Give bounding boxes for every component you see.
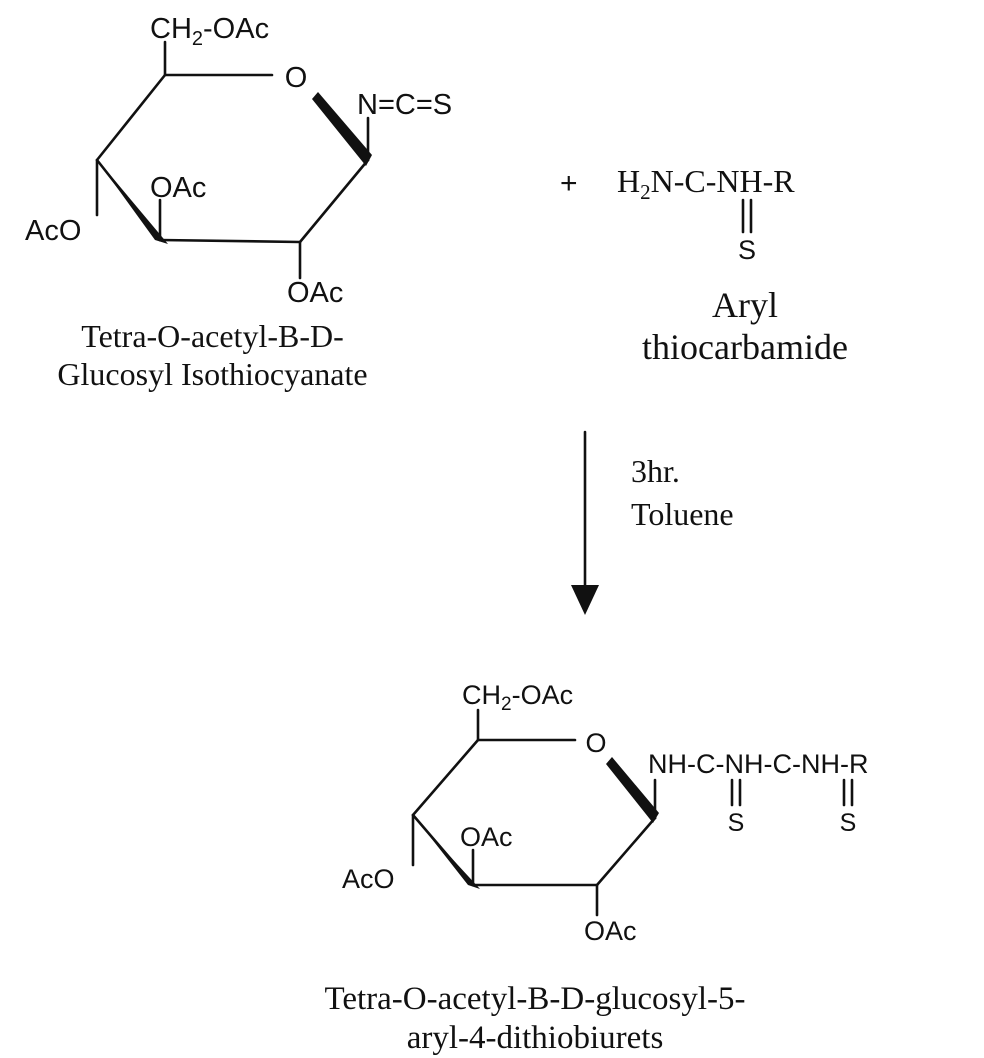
reaction-arrow	[571, 430, 599, 615]
reactant1-isothiocyanate-label: N=C=S	[357, 89, 452, 121]
product-ch2-oac-label: CH2-OAc	[462, 680, 573, 715]
product-name-line2: aryl-4-dithiobiurets	[406, 1019, 664, 1056]
ring-bond-c2-c3	[158, 238, 302, 244]
product-name: Tetra-O-acetyl-B-D-glucosyl-5- aryl-4-di…	[200, 980, 870, 1058]
product-sulfur-1: S	[728, 809, 745, 837]
reactant1-ch2-oac-label: CH2-OAc	[150, 13, 269, 50]
product-c4-aco-label: AcO	[342, 864, 395, 894]
reactant2-name-line1: Aryl	[712, 285, 778, 325]
product-ring-bond-c1-c2	[595, 816, 657, 887]
condition-time: 3hr.	[631, 453, 680, 489]
product-dithiobiuret: CH2-OAc O NH-C-NH-C-NH-R S S OAc AcO OAc	[342, 680, 868, 946]
reactant1-name-line1: Tetra-O-acetyl-B-D-	[81, 318, 344, 354]
thiocarbamide-formula: H2N-C-NH-R	[617, 163, 795, 204]
product-dithiobiuret-chain: NH-C-NH-C-NH-R	[648, 749, 868, 779]
bold-edge-c4-c3	[97, 160, 168, 244]
plus-sign: +	[560, 167, 578, 200]
reactant2-name-line2: thiocarbamide	[642, 327, 848, 368]
reactant2-name: Aryl thiocarbamide	[580, 284, 910, 369]
reactant1-c3-oac-label: OAc	[150, 172, 206, 204]
product-ring-bond-c4-c5	[411, 738, 480, 817]
arrow-head	[571, 585, 599, 615]
thiocarbamide-sulfur: S	[738, 235, 756, 265]
product-c2-oac-label: OAc	[584, 916, 637, 946]
product-ring-oxygen: O	[585, 728, 606, 758]
product-bold-edge-o-c1	[606, 757, 659, 823]
condition-solvent: Toluene	[631, 496, 734, 532]
product-c3-oac-label: OAc	[460, 822, 513, 852]
reactant1-c4-aco-label: AcO	[25, 215, 81, 247]
reactant1-name-line2: Glucosyl Isothiocyanate	[57, 355, 368, 392]
ring-bond-c1-c2	[298, 158, 370, 244]
ring-bond-c4-c5	[95, 73, 167, 162]
product-sulfur-2: S	[840, 809, 857, 837]
reactant-aryl-thiocarbamide: H2N-C-NH-R S	[617, 163, 795, 265]
bold-edge-o-c1	[312, 92, 372, 166]
product-name-line1: Tetra-O-acetyl-B-D-glucosyl-5-	[324, 981, 746, 1017]
reactant-glucosyl-isothiocyanate: CH2-OAc O N=C=S OAc AcO OAc	[25, 13, 452, 309]
reactant1-c2-oac-label: OAc	[287, 277, 343, 309]
reactant1-ring-oxygen: O	[285, 62, 308, 94]
reactant1-name: Tetra-O-acetyl-B-D- Glucosyl Isothiocyan…	[0, 318, 425, 394]
